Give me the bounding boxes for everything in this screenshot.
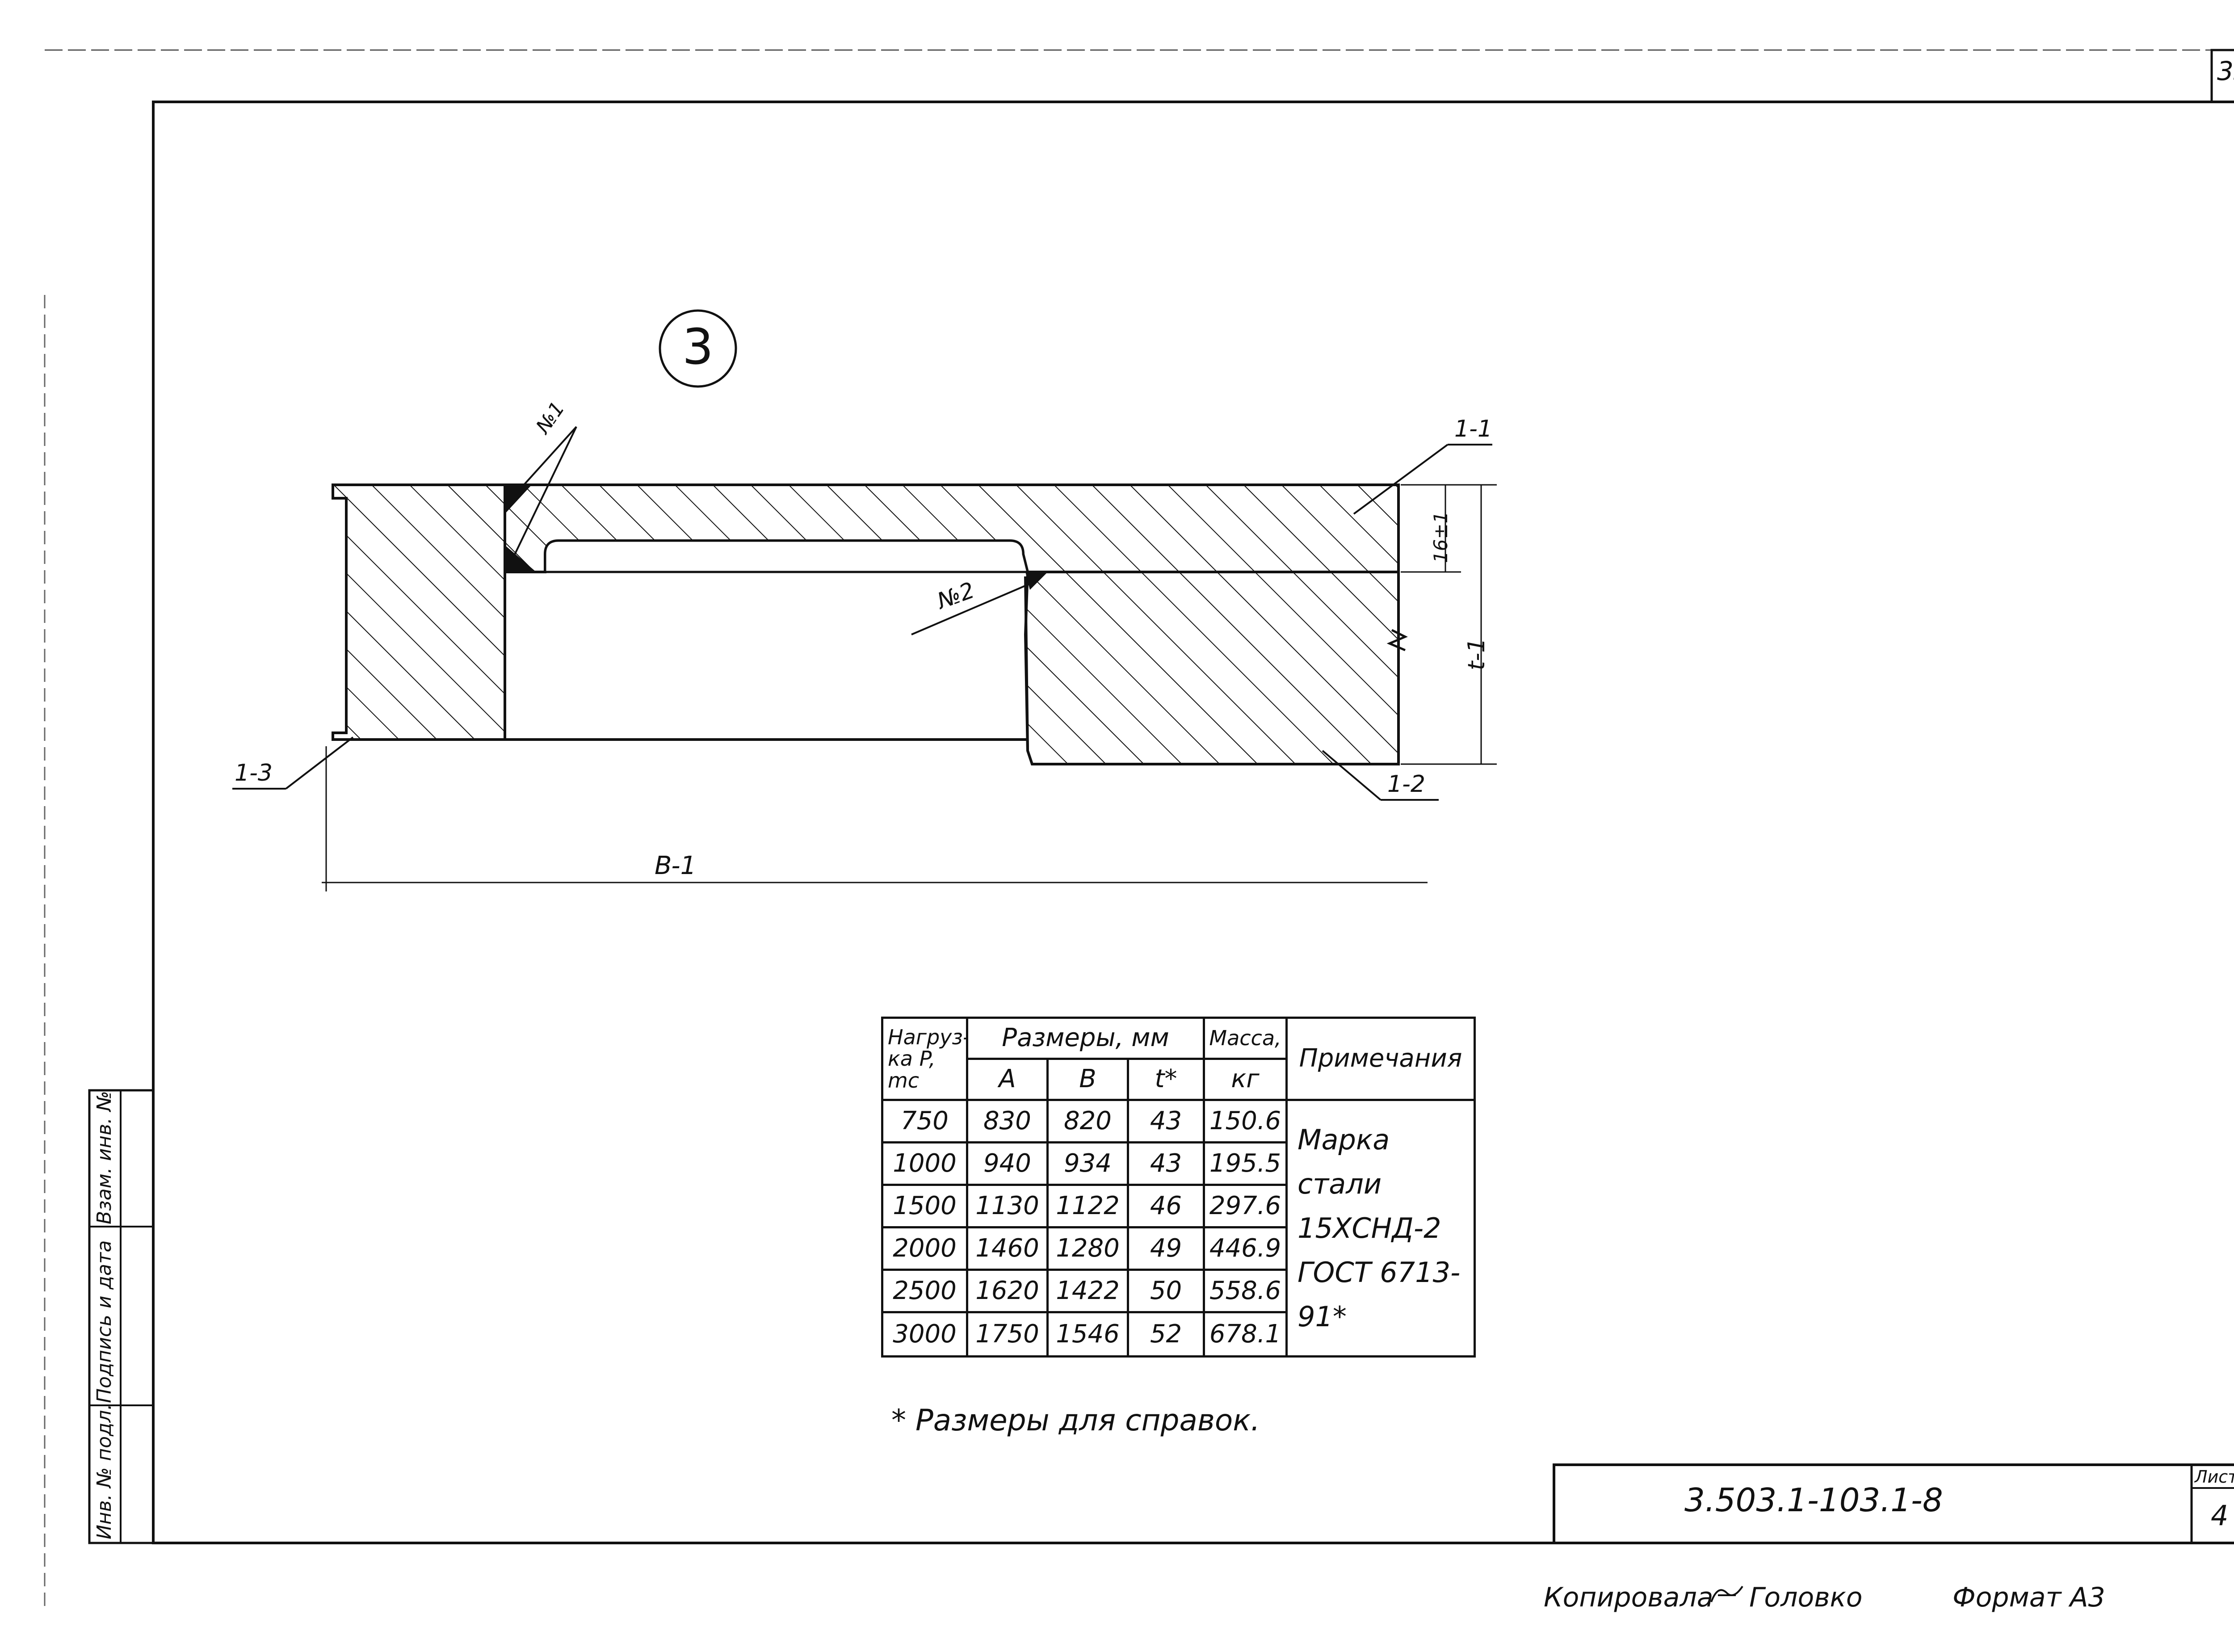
side-inv-orig: Инв. № подл.	[93, 1404, 116, 1539]
part-1-3-label: 1-3	[235, 760, 273, 786]
col-mass-header: Масса,	[1203, 1017, 1288, 1060]
part-1-2-label: 1-2	[1387, 771, 1425, 798]
cell-t: 46	[1126, 1184, 1205, 1228]
cell-t: 52	[1126, 1311, 1205, 1358]
cell-b: 1546	[1046, 1311, 1129, 1358]
copier-name: Головко	[1749, 1582, 1863, 1613]
part-1-1-label: 1-1	[1454, 416, 1492, 442]
cell-a: 1460	[966, 1226, 1049, 1271]
cell-a: 830	[966, 1099, 1049, 1143]
dim-16-label: 16±1	[1430, 511, 1452, 563]
note-line: стали	[1298, 1167, 1382, 1200]
table-row: 1000 940 934 43 195.5	[881, 1141, 1475, 1186]
cell-b: 1280	[1046, 1226, 1129, 1271]
side-inv-replace: Взам. инв. №	[93, 1091, 116, 1224]
cell-t: 49	[1126, 1226, 1205, 1271]
col-t-header: t*	[1126, 1058, 1205, 1101]
copier-signature-icon	[1709, 1582, 1745, 1609]
col-mass-unit: кг	[1203, 1058, 1288, 1101]
cell-b: 934	[1046, 1141, 1129, 1186]
footnote: * Размеры для справок.	[891, 1403, 1260, 1438]
sheet-frame	[152, 101, 2234, 1544]
cell-load: 750	[881, 1099, 968, 1143]
col-notes-header: Примечания	[1285, 1017, 1476, 1101]
cell-a: 1750	[966, 1311, 1049, 1358]
col-b-header: B	[1046, 1058, 1129, 1101]
cell-mass: 678.1	[1203, 1311, 1288, 1358]
specification-table: Нагруз-ка P, mc Размеры, мм Масса, Приме…	[881, 1017, 1476, 1358]
weld-top-left	[505, 485, 532, 514]
table-row: 750 830 820 43 150.6 Марка стали 15ХСНД-…	[881, 1099, 1476, 1358]
dim-t-label: t-1	[1463, 638, 1490, 670]
cell-b: 1122	[1046, 1184, 1129, 1228]
detail-marker-circle	[659, 309, 737, 388]
corner-number-box	[2210, 49, 2234, 103]
document-code: 3.503.1-103.1-8	[1684, 1481, 1943, 1519]
table-row: 2500 1620 1422 50 558.6	[881, 1269, 1475, 1313]
col-load-header: Нагруз-ка P, mc	[881, 1017, 968, 1101]
cell-mass: 558.6	[1203, 1269, 1288, 1313]
cell-mass: 297.6	[1203, 1184, 1288, 1228]
col-a-header: A	[966, 1058, 1049, 1101]
format-label: Формат А3	[1953, 1582, 2105, 1613]
leader-1-3	[285, 736, 354, 790]
copied-by-label: Копировала	[1544, 1582, 1713, 1613]
cell-load: 2000	[881, 1226, 968, 1271]
cell-load: 3000	[881, 1311, 968, 1358]
sheet-label: Лист	[2195, 1467, 2234, 1487]
cell-load: 1000	[881, 1141, 968, 1186]
cell-a: 940	[966, 1141, 1049, 1186]
note-line: Марка	[1298, 1123, 1390, 1156]
cell-load: 1500	[881, 1184, 968, 1228]
part-1-3-plate	[332, 483, 506, 741]
title-block-frame	[1553, 1463, 2234, 1544]
note-line: ГОСТ 6713-91*	[1298, 1256, 1461, 1333]
cell-b: 820	[1046, 1099, 1129, 1143]
cell-t: 43	[1126, 1099, 1205, 1143]
table-row: 2000 1460 1280 49 446.9	[881, 1226, 1475, 1271]
sheet-corner-number: 33	[2217, 56, 2234, 86]
cell-b: 1422	[1046, 1269, 1129, 1313]
dim-b-label: B-1	[655, 851, 697, 880]
notes-cell: Марка стали 15ХСНД-2 ГОСТ 6713-91*	[1285, 1099, 1476, 1358]
sheet-number: 4	[2211, 1499, 2229, 1532]
weld-2-leader	[911, 580, 1037, 635]
table-row: 3000 1750 1546 52 678.1	[881, 1311, 1475, 1358]
part-1-2-block	[1024, 571, 1400, 765]
side-signature-date: Подпись и дата	[93, 1240, 116, 1403]
cell-load: 2500	[881, 1269, 968, 1313]
cell-a: 1130	[966, 1184, 1049, 1228]
opening-right-wall	[1024, 576, 1029, 751]
weld-1-leader	[513, 426, 577, 497]
cell-mass: 195.5	[1203, 1141, 1288, 1186]
cell-t: 50	[1126, 1269, 1205, 1313]
detail-marker-number: 3	[682, 318, 714, 375]
leader-1-2	[1322, 750, 1382, 801]
cell-mass: 446.9	[1203, 1226, 1288, 1271]
col-dims-header: Размеры, мм	[966, 1017, 1205, 1060]
cell-a: 1620	[966, 1269, 1049, 1313]
weld-1-leader-b	[513, 426, 577, 557]
note-line: 15ХСНД-2	[1298, 1211, 1441, 1244]
cell-t: 43	[1126, 1141, 1205, 1186]
table-row: 1500 1130 1122 46 297.6	[881, 1184, 1475, 1228]
leader-1-1	[1353, 444, 1449, 515]
weld-mid-left	[505, 545, 536, 572]
top-plate-groove	[544, 539, 1029, 573]
cell-mass: 150.6	[1203, 1099, 1288, 1143]
break-line	[1386, 629, 1408, 652]
